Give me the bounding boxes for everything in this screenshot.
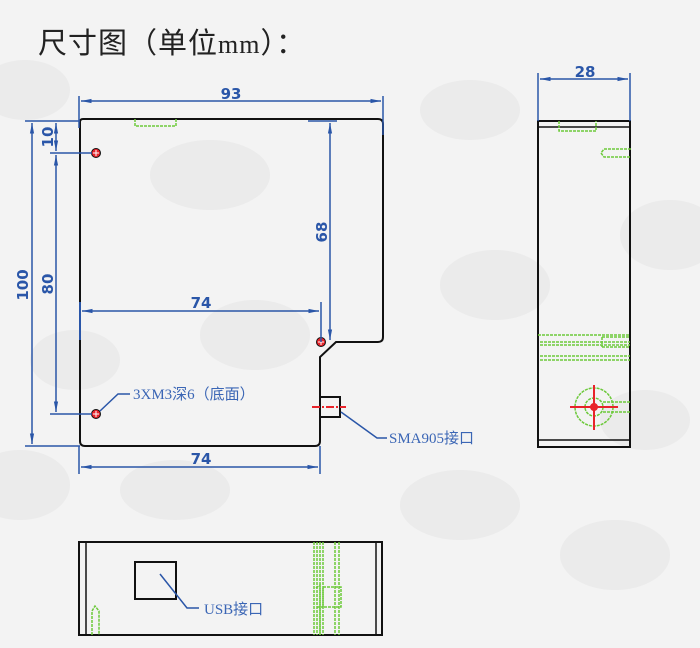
callout-mount-holes: 3XM3深6（底面） <box>133 386 255 403</box>
bottom-view-outline <box>78 541 383 636</box>
dim-label-28: 28 <box>575 63 596 81</box>
dim-label-74-bottom: 74 <box>191 450 212 468</box>
bottom-view: USB接口 <box>78 541 383 636</box>
side-port-center-mark <box>570 385 618 430</box>
dim-label-10: 10 <box>39 127 57 148</box>
usb-port-shape <box>134 561 177 600</box>
hidden-slot-top <box>134 119 177 127</box>
title-suffix: ）： <box>260 26 306 60</box>
front-view: 93 100 10 80 68 74 74 3XM3深6（底面） SMA905接… <box>14 85 474 474</box>
dim-label-80: 80 <box>39 274 57 295</box>
mount-hole-top-left <box>91 148 101 158</box>
side-hidden-features <box>538 121 631 427</box>
leader-sma <box>340 411 387 439</box>
title-unit: mm <box>218 30 261 59</box>
bottom-hidden-features <box>91 542 342 635</box>
callout-sma-port: SMA905接口 <box>389 430 474 447</box>
leader-mount-holes <box>99 393 130 412</box>
title-text: 尺寸图（单位 <box>38 26 219 60</box>
dim-label-93: 93 <box>221 85 242 103</box>
page-title: 尺寸图（单位mm）： <box>38 20 306 62</box>
leader-usb <box>159 573 199 609</box>
dim-label-100: 100 <box>14 269 32 300</box>
side-view-outline <box>537 120 631 448</box>
callout-usb-port: USB接口 <box>204 601 263 618</box>
mount-hole-bottom-left <box>91 409 101 419</box>
dim-label-74-inner: 74 <box>191 294 212 312</box>
dim-label-68: 68 <box>313 222 331 243</box>
side-view: 28 <box>537 63 631 448</box>
